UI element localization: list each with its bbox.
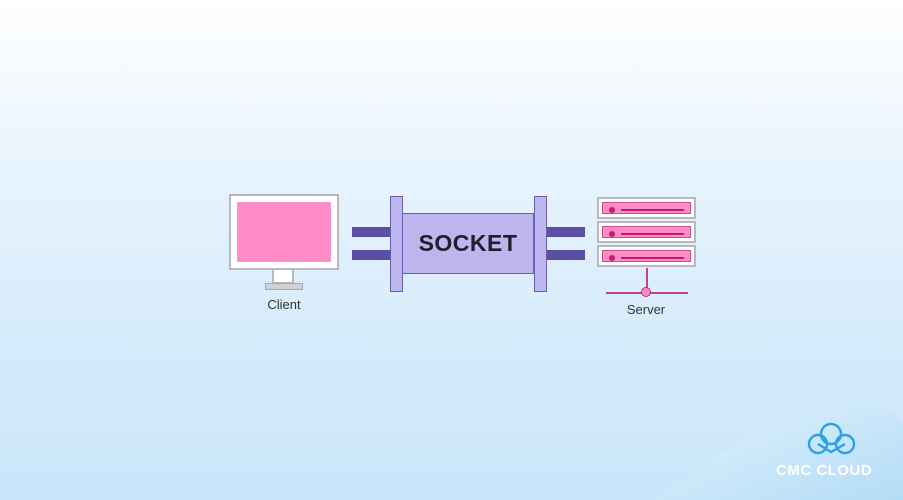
server-rack-unit — [597, 197, 696, 219]
socket-box: SOCKET — [402, 213, 534, 274]
client-label: Client — [267, 297, 301, 312]
left-connector-top — [352, 227, 390, 237]
server-rack-unit — [597, 221, 696, 243]
right-connector-top — [547, 227, 585, 237]
socket-right-flange — [534, 196, 547, 292]
server-rack-unit — [597, 245, 696, 267]
cloud-logo-icon — [807, 422, 856, 455]
server-label: Server — [626, 302, 666, 317]
left-connector-bottom — [352, 250, 390, 260]
socket-label: SOCKET — [418, 230, 518, 256]
monitor-screen — [237, 202, 331, 262]
server-led-icon — [609, 207, 615, 213]
network-node-icon — [641, 287, 651, 297]
server-led-icon — [609, 231, 615, 237]
brand-logo-text: CMC CLOUD — [776, 462, 873, 479]
monitor-base — [265, 283, 303, 290]
server-led-icon — [609, 255, 615, 261]
right-connector-bottom — [547, 250, 585, 260]
server-network-stem — [646, 268, 648, 288]
client-monitor-icon — [229, 194, 339, 270]
